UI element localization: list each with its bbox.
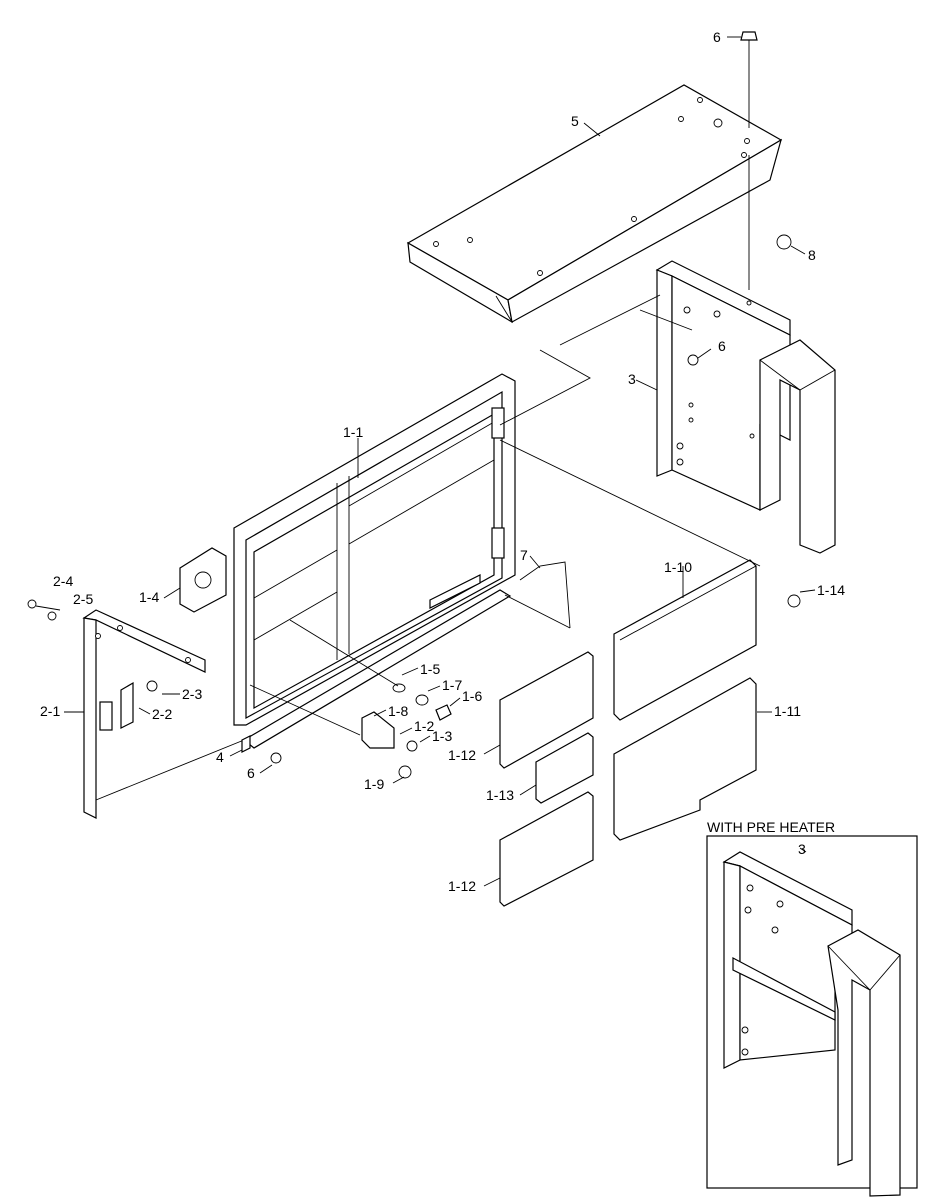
label-1-7: 1-7 xyxy=(442,677,462,693)
part-4-bar xyxy=(241,735,251,753)
part-2-5-washer xyxy=(47,611,57,621)
label-1-3: 1-3 xyxy=(432,728,452,744)
part-2-3-bolt xyxy=(146,680,158,692)
part-2-1-corner-bracket xyxy=(82,609,245,819)
part-2-2-plate xyxy=(120,681,134,729)
part-6-bolt-top xyxy=(727,31,758,128)
part-1-7-washer xyxy=(415,694,429,706)
part-6-bolt-bottom xyxy=(270,752,282,764)
inset-title: WITH PRE HEATER xyxy=(707,819,835,835)
part-2-4-bolt xyxy=(27,599,61,611)
label-7: 7 xyxy=(520,547,528,563)
label-6-mid: 6 xyxy=(718,338,726,354)
label-1-12-upper: 1-12 xyxy=(448,747,476,763)
label-1-6: 1-6 xyxy=(462,688,482,704)
label-6-bottom: 6 xyxy=(247,765,255,781)
label-1-13: 1-13 xyxy=(486,787,514,803)
label-1-1: 1-1 xyxy=(343,424,363,440)
part-7-rod xyxy=(504,561,571,629)
part-1-10-panel xyxy=(613,559,757,721)
label-3: 3 xyxy=(628,371,636,387)
leader-lines xyxy=(249,155,761,736)
label-3-inset: 3 xyxy=(798,841,806,857)
part-1-9-bolt xyxy=(398,765,412,779)
label-1-4: 1-4 xyxy=(139,589,159,605)
part-1-4-bracket xyxy=(179,547,227,613)
part-1-14-plug xyxy=(787,594,801,608)
part-1-11-panel xyxy=(613,677,757,841)
label-1-11: 1-11 xyxy=(774,703,801,719)
label-6-top: 6 xyxy=(713,29,721,45)
label-1-10: 1-10 xyxy=(664,559,692,575)
part-1-6-nut xyxy=(435,704,452,721)
label-1-5: 1-5 xyxy=(420,661,440,677)
label-1-2: 1-2 xyxy=(414,718,434,734)
label-1-8: 1-8 xyxy=(388,703,408,719)
label-2-2: 2-2 xyxy=(152,706,172,722)
label-2-1: 2-1 xyxy=(40,703,60,719)
part-1-13-panel xyxy=(535,732,594,804)
part-1-12-panel-lower xyxy=(499,791,594,907)
label-1-9: 1-9 xyxy=(364,776,384,792)
callout-leaders xyxy=(64,122,816,887)
part-1-5-washer xyxy=(392,683,406,693)
label-4: 4 xyxy=(216,749,224,765)
inset-pre-heater: WITH PRE HEATER xyxy=(706,819,918,1197)
part-1-12-panel-upper xyxy=(499,651,594,769)
part-1-1-main-frame xyxy=(233,373,516,749)
part-5-top-cover xyxy=(406,84,783,324)
label-5: 5 xyxy=(571,113,579,129)
callout-labels: 6 5 8 6 3 1-1 7 1-10 1-14 1-4 2-4 2-5 2-… xyxy=(40,29,845,894)
label-2-4: 2-4 xyxy=(53,573,73,589)
label-2-3: 2-3 xyxy=(182,686,202,702)
part-1-2-bolt xyxy=(406,740,418,752)
label-2-5: 2-5 xyxy=(73,591,93,607)
label-8: 8 xyxy=(808,247,816,263)
part-3-side-bracket xyxy=(655,260,836,554)
label-1-12-lower: 1-12 xyxy=(448,878,476,894)
part-1-8-latch xyxy=(361,711,395,749)
part-8-plug xyxy=(776,234,806,255)
part-6-bolt-mid xyxy=(687,348,712,366)
label-1-14: 1-14 xyxy=(817,582,845,598)
